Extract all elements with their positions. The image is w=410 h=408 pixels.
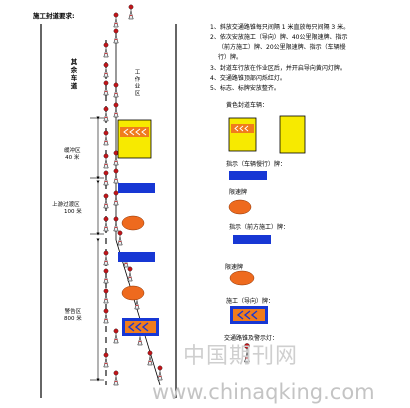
transition-zone-label: 上游过渡区 100 米 [50, 202, 82, 216]
traffic-cone [113, 102, 119, 118]
traffic-cone [113, 168, 119, 184]
traffic-cone [103, 130, 109, 146]
traffic-cone [103, 216, 109, 232]
legend-speed20-sign [228, 199, 252, 215]
warning-zone-length: 800 米 [64, 316, 82, 322]
transition-dimension [90, 180, 104, 236]
legend-vehicle [228, 115, 306, 154]
traffic-cone [103, 308, 109, 324]
legend-cone-light-label: 交通路锥及警示灯： [224, 335, 279, 342]
road-ahead-sign [118, 252, 155, 262]
road-speed40-sign [121, 285, 145, 301]
traffic-cone [103, 42, 109, 58]
page-title: 施工封道要求: [33, 12, 75, 20]
traffic-cone [113, 216, 119, 232]
legend-guide-sign-label: 施工（导向）牌： [226, 298, 275, 305]
road-speed20-sign [121, 215, 145, 231]
traffic-cone [113, 190, 119, 206]
note-1: 1、斜放交通路锥每只间隔 1 米直放每只间隔 3 米。 [210, 24, 350, 31]
legend-speed20-label: 限速牌 [229, 189, 248, 196]
buffer-zone-length: 40 米 [65, 155, 80, 161]
cone-group [103, 4, 163, 386]
traffic-cone [103, 352, 109, 368]
taper-line [115, 239, 161, 386]
legend-vehicle-label: 黄色封道车辆： [226, 102, 269, 109]
note-7: 5、标志、标牌安放整齐。 [210, 85, 280, 92]
traffic-cone [103, 288, 109, 304]
traffic-cone [103, 268, 109, 284]
note-6: 4、交通路锥顶部闪烁红灯。 [210, 75, 286, 82]
road-closure-vehicle [117, 119, 152, 159]
warning-zone-name: 警告区 [64, 309, 82, 315]
legend-speed40-label: 限速牌 [225, 264, 244, 271]
legend-ahead-sign-label: 指示（前方施工）牌： [229, 224, 290, 231]
traffic-cone [113, 328, 119, 344]
traffic-cone [113, 28, 119, 44]
transition-zone-length: 100 米 [64, 209, 82, 215]
legend-slow-sign-label: 指示（车辆慢行）牌： [226, 161, 287, 168]
traffic-cone [127, 266, 133, 282]
road-slow-sign [118, 183, 155, 193]
legend-cone-light [244, 343, 250, 363]
traffic-cone [157, 365, 163, 381]
legend-slow-sign [229, 171, 267, 180]
traffic-cone [113, 12, 119, 28]
note-3: （前方施工）牌、20公里限速牌、指示（车辆慢 [218, 44, 346, 51]
traffic-cone [103, 80, 109, 96]
traffic-cone [113, 370, 119, 386]
traffic-cone [103, 250, 109, 266]
traffic-cone [103, 62, 109, 78]
traffic-cone [113, 82, 119, 98]
transition-zone-name: 上游过渡区 [52, 202, 80, 208]
traffic-cone [117, 230, 123, 246]
note-5: 3、封道车行放在作业区后，并开启导向黄闪灯牌。 [210, 65, 346, 72]
traffic-cone [147, 350, 153, 366]
other-lane-label: 其余车道 [70, 58, 78, 90]
warning-zone-label: 警告区 800 米 [64, 309, 82, 323]
buffer-zone-label: 缓冲区 40 米 [64, 148, 81, 162]
traffic-cone [103, 170, 109, 186]
legend-ahead-sign [233, 235, 271, 244]
road-guide-sign [122, 318, 159, 336]
traffic-cone [103, 153, 109, 169]
buffer-dimension [90, 116, 104, 180]
traffic-cone [113, 150, 119, 166]
legend-guide-sign [230, 306, 268, 324]
legend-speed40-sign [229, 270, 255, 286]
watermark-cn: 中国期刊网 [183, 344, 299, 369]
work-zone-label: 工作业区 [134, 70, 141, 97]
warning-dimension [90, 238, 104, 382]
notes-list: 1、斜放交通路锥每只间隔 1 米直放每只间隔 3 米。 2、依次安放施工（导向）… [210, 24, 349, 93]
watermark-url: www.chinaqking.com [152, 380, 375, 404]
traffic-cone [128, 4, 134, 20]
traffic-cone [103, 193, 109, 209]
traffic-cone [103, 106, 109, 122]
buffer-zone-name: 缓冲区 [64, 148, 81, 154]
note-2: 2、依次安放施工（导向）牌、40公里限速牌、指示 [210, 34, 348, 41]
note-4: 行）牌。 [218, 54, 243, 61]
